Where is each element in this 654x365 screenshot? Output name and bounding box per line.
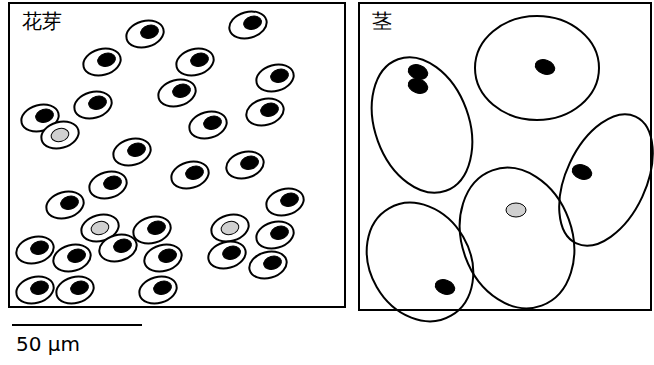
- flower-bud-cell: [43, 188, 86, 223]
- flower-bud-cell: [13, 233, 56, 268]
- flower-bud-cell: [173, 45, 216, 80]
- panel-label: 茎: [370, 10, 394, 32]
- flower-bud-cell: [226, 8, 269, 43]
- stem-cell: [346, 183, 495, 340]
- flower-bud-cell: [110, 135, 153, 170]
- flower-bud-cell: [86, 168, 129, 203]
- flower-bud-cell: [208, 211, 251, 246]
- stem-cell: [475, 16, 599, 120]
- flower-bud-cell: [13, 273, 56, 308]
- nucleus: [506, 203, 526, 217]
- nucleus: [570, 162, 594, 182]
- nucleus: [533, 57, 557, 77]
- flower-bud-cell: [263, 185, 306, 220]
- stem-cell: [354, 43, 490, 207]
- micrograph-panel: 茎: [358, 2, 652, 311]
- nucleus: [433, 277, 457, 297]
- flower-bud-cell: [123, 17, 166, 52]
- flower-bud-cell: [223, 148, 266, 183]
- scale-bar: [12, 324, 142, 326]
- flower-bud-cell: [71, 88, 114, 123]
- flower-bud-cell: [246, 248, 289, 283]
- flower-bud-cell: [141, 241, 184, 276]
- flower-bud-cell: [186, 108, 229, 143]
- flower-bud-cell: [205, 238, 248, 273]
- flower-bud-cell: [155, 76, 198, 111]
- micrograph-panel: 花芽: [8, 2, 346, 308]
- flower-bud-cell: [168, 158, 211, 193]
- flower-bud-cell: [253, 218, 296, 253]
- nucleus: [406, 76, 430, 96]
- flower-bud-cell: [50, 241, 93, 276]
- flower-bud-cell: [80, 45, 123, 80]
- stem-cell: [540, 100, 654, 261]
- flower-bud-cell: [253, 61, 296, 96]
- flower-bud-cell: [38, 118, 81, 153]
- flower-bud-cell: [243, 95, 286, 130]
- flower-bud-cell: [53, 273, 96, 308]
- flower-bud-cell: [136, 273, 179, 308]
- cells: [13, 8, 654, 341]
- flower-bud-cell: [96, 231, 139, 266]
- scale-label: 50 μm: [16, 333, 80, 355]
- panel-label: 花芽: [20, 10, 64, 32]
